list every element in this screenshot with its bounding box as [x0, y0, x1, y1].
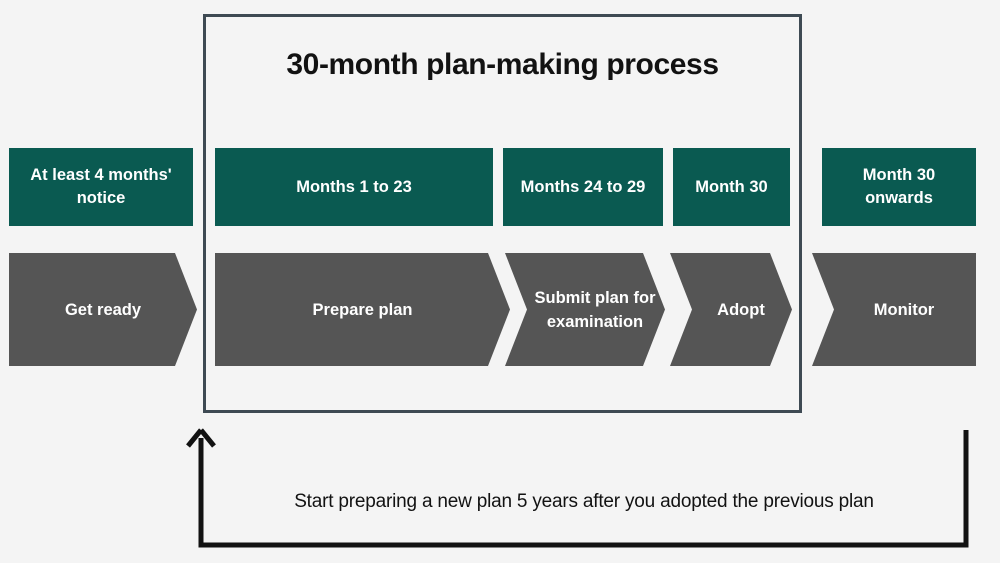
- period-box-month-30-onwards: Month 30 onwards: [822, 148, 976, 226]
- period-label: Month 30: [695, 177, 768, 196]
- period-label: Months 1 to 23: [296, 177, 412, 196]
- period-label: Month 30 onwards: [862, 166, 936, 207]
- stage-label: Adopt: [717, 300, 765, 319]
- period-box-months-24-to-29: Months 24 to 29: [503, 148, 663, 226]
- stage-monitor: Monitor: [812, 253, 976, 366]
- stage-label: Prepare plan: [312, 300, 413, 319]
- period-box-month-30: Month 30: [673, 148, 790, 226]
- stage-submit-plan-for-examination: Submit plan for examination: [505, 253, 665, 366]
- stage-label: Get ready: [64, 300, 142, 319]
- stage-get-ready: Get ready: [9, 253, 197, 366]
- stage-label: Monitor: [873, 300, 935, 319]
- period-box-months-1-to-23: Months 1 to 23: [215, 148, 493, 226]
- feedback-loop-note: Start preparing a new plan 5 years after…: [294, 491, 874, 512]
- stage-label: Submit plan for examination: [534, 288, 656, 331]
- stage-prepare-plan: Prepare plan: [215, 253, 510, 366]
- period-box-at-least-4-months-notice: At least 4 months' notice: [9, 148, 193, 226]
- process-title: 30-month plan-making process: [286, 48, 719, 81]
- process-frame: [203, 14, 802, 413]
- period-label: Months 24 to 29: [520, 177, 646, 196]
- period-label: At least 4 months' notice: [30, 166, 172, 207]
